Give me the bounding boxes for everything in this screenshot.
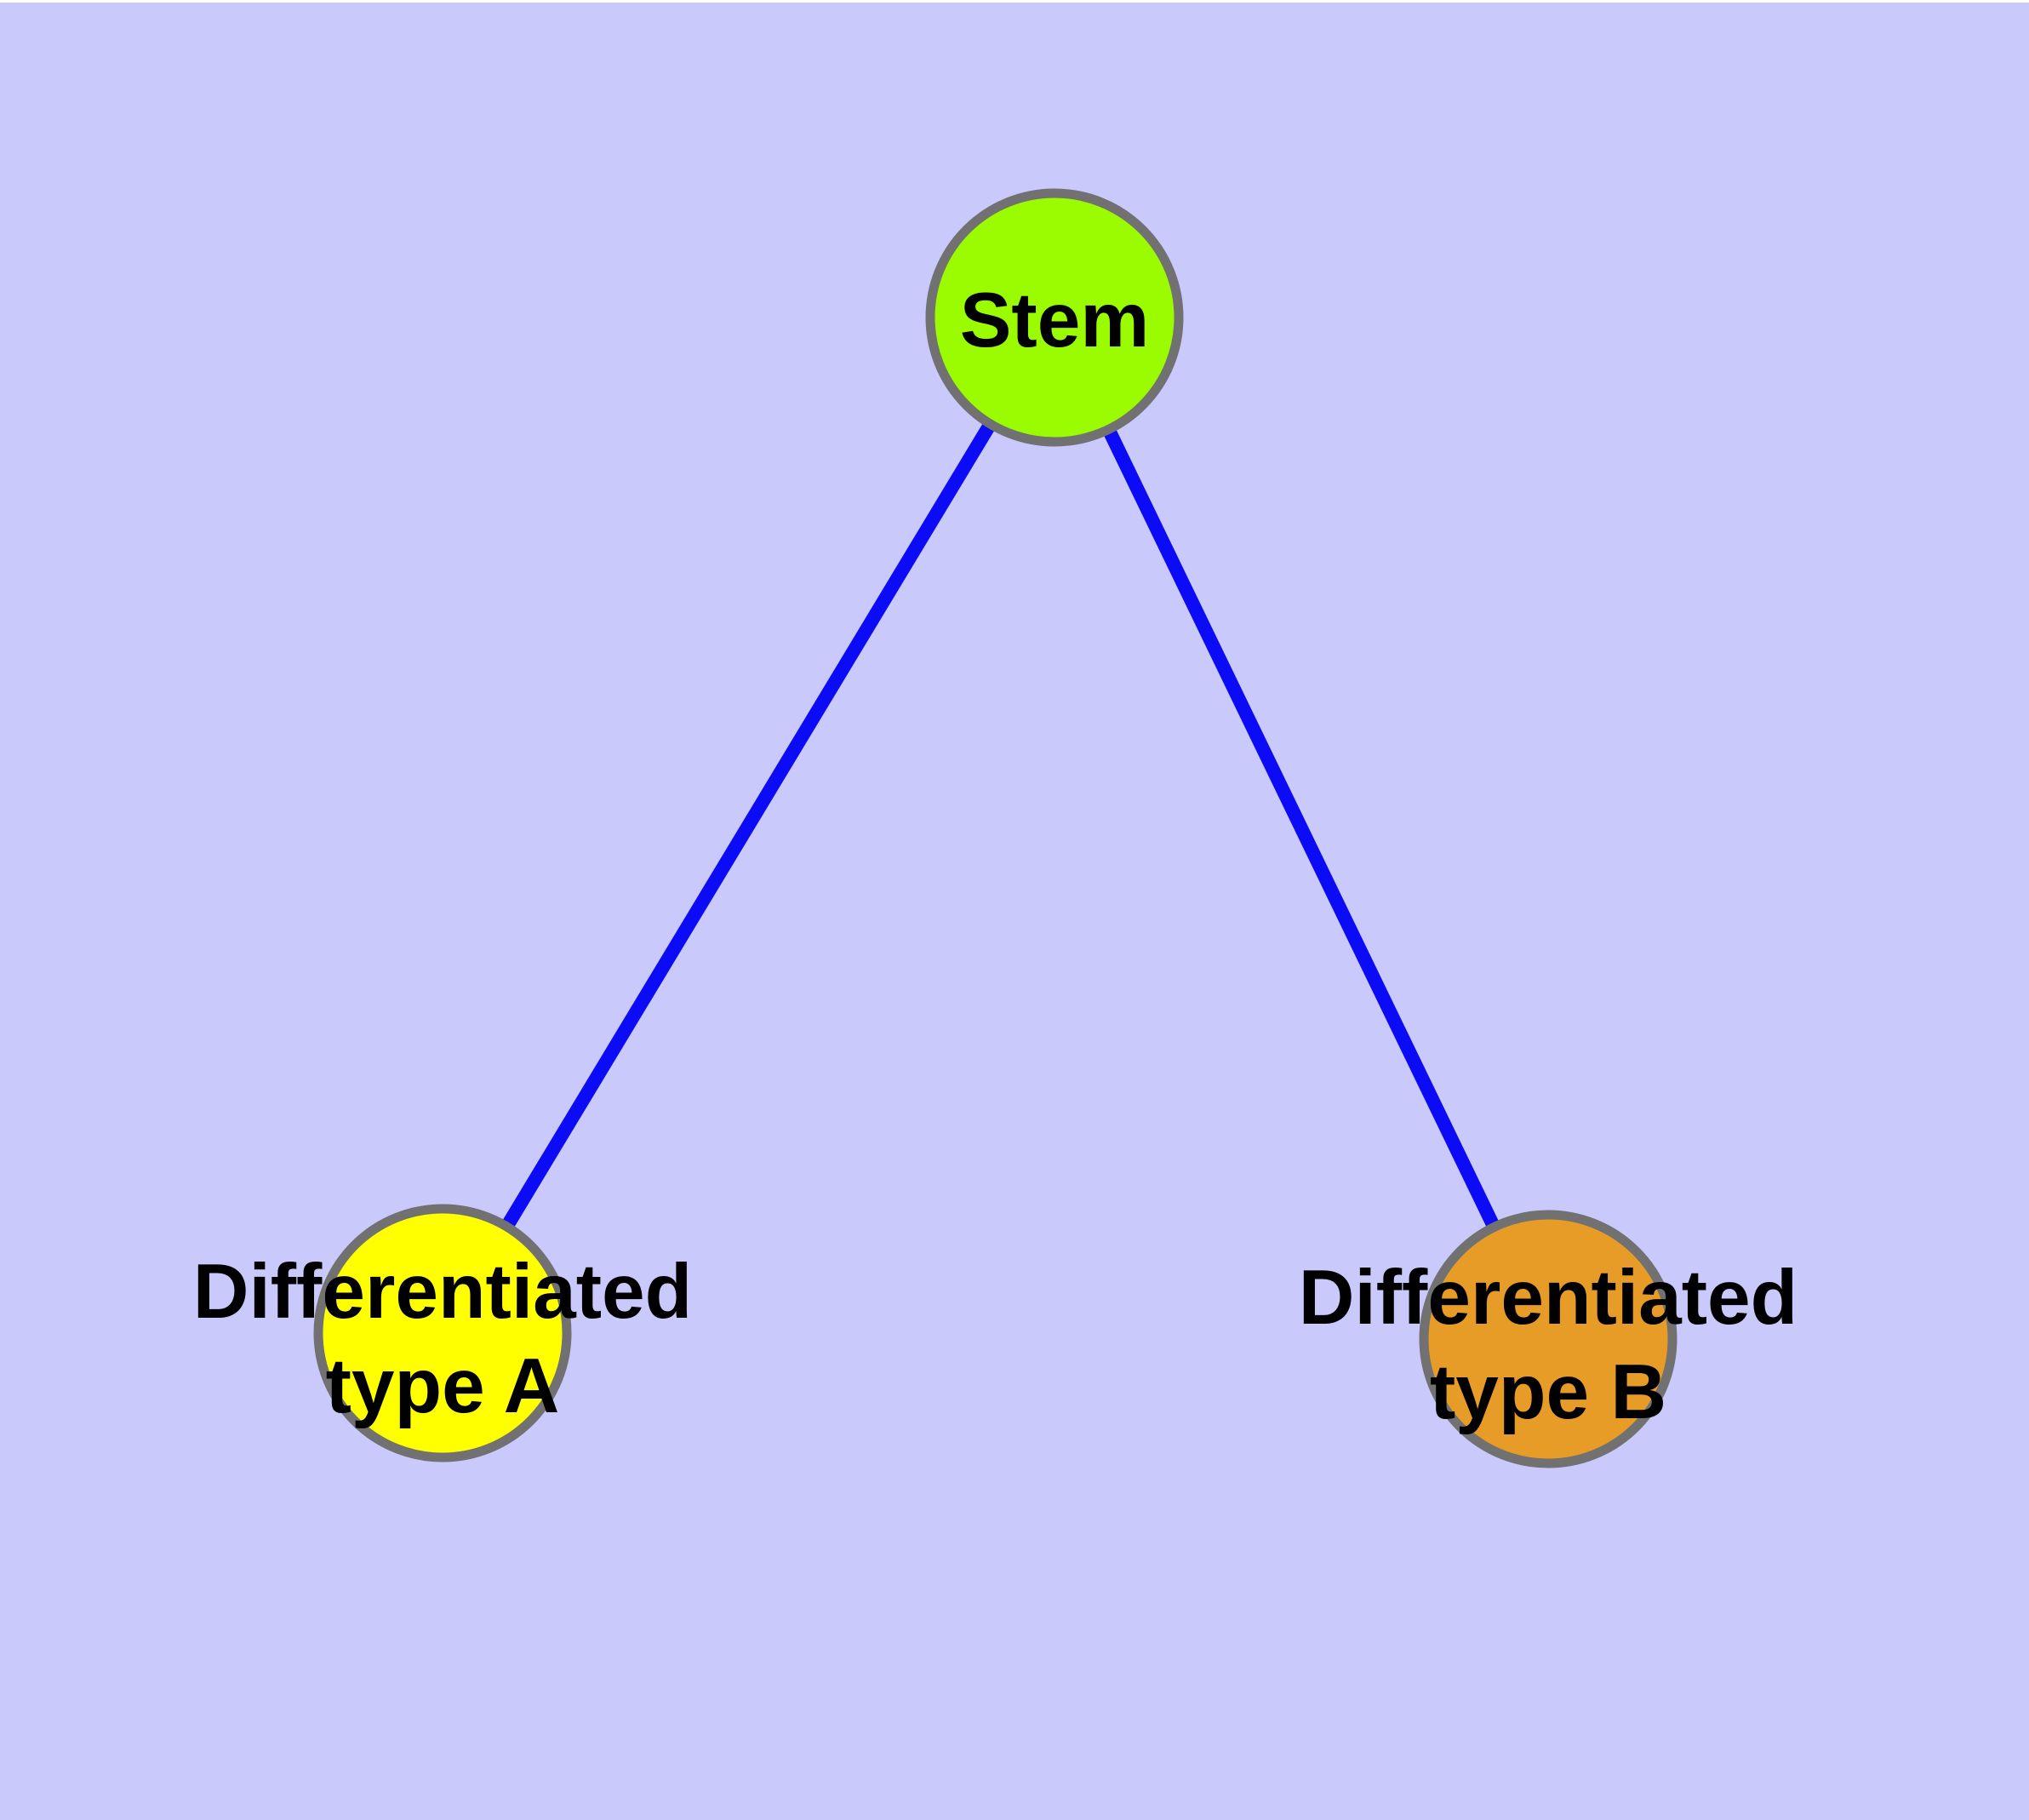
edge-stem-to-type-a bbox=[437, 313, 1060, 1337]
node-label-type-a-line1: Differentiated bbox=[193, 1249, 693, 1335]
node-differentiated-type-b bbox=[1419, 1210, 1677, 1468]
top-window-strip bbox=[0, 0, 2029, 3]
node-label-type-b-line1: Differentiated bbox=[1299, 1255, 1798, 1341]
node-differentiated-type-a bbox=[313, 1204, 572, 1462]
edge-stem-to-type-b bbox=[1048, 314, 1555, 1342]
node-label-type-a-line2: type A bbox=[326, 1343, 560, 1429]
node-label-stem: Stem bbox=[960, 278, 1150, 363]
node-label-type-b-line2: type B bbox=[1430, 1349, 1666, 1435]
node-stem bbox=[925, 188, 1184, 447]
